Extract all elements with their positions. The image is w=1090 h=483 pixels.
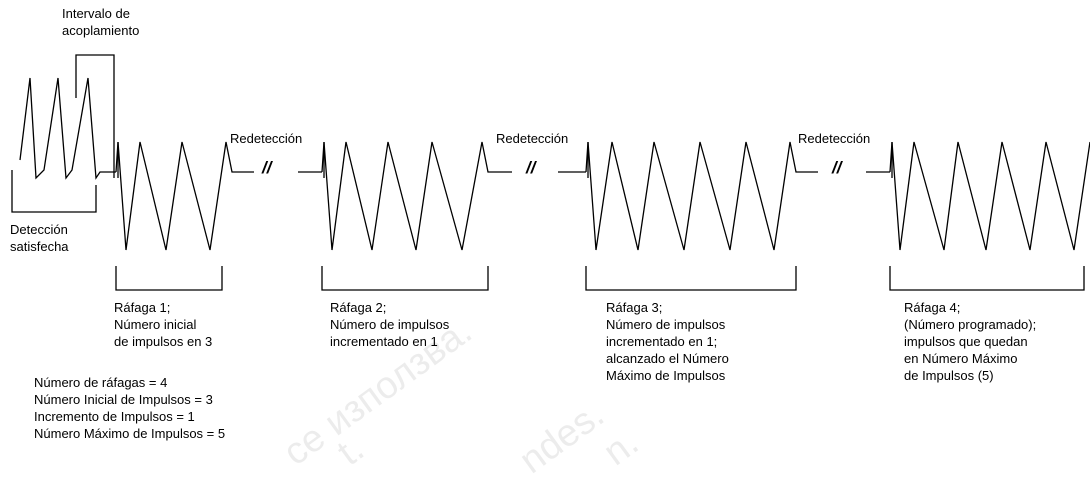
break-mark-2: // [526, 158, 536, 177]
parameter-pulse-increment: Incremento de Impulsos = 1 [34, 409, 195, 424]
burst-1-caption-line-1: Ráfaga 1; [114, 300, 171, 315]
burst-3-caption-line-3: incrementado en 1; [606, 334, 718, 349]
burst-2-bracket [321, 266, 489, 291]
burst-4-trace [889, 141, 1090, 251]
parameter-max-pulses: Número Máximo de Impulsos = 5 [34, 426, 226, 441]
break-mark-1: // [262, 158, 272, 177]
redetection-label-2: Redetección [496, 131, 569, 146]
burst-1-bracket [115, 266, 223, 291]
burst-4-caption-line-3: impulsos que quedan [904, 334, 1028, 349]
burst-3-bracket [585, 266, 797, 291]
break-mark-3: // [832, 158, 842, 177]
detection-label-line-2: satisfecha [10, 239, 69, 254]
burst-2-caption-line-2: Número de impulsos [330, 317, 450, 332]
burst-3-caption-line-5: Máximo de Impulsos [606, 368, 726, 383]
burst-1-caption-line-2: Número inicial [114, 317, 197, 332]
parameter-initial-pulses: Número Inicial de Impulsos = 3 [34, 392, 213, 407]
burst-2-caption-line-1: Ráfaga 2; [330, 300, 387, 315]
redetection-label-1: Redetección [230, 131, 303, 146]
redetection-label-3: Redetección [798, 131, 871, 146]
burst-pacing-diagram [11, 54, 1090, 291]
coupling-interval-bracket [75, 54, 115, 178]
burst-2-caption-line-3: incrementado en 1 [330, 334, 438, 349]
burst-3-trace [585, 141, 818, 251]
burst-3-caption-line-1: Ráfaga 3; [606, 300, 663, 315]
burst-1-trace [115, 141, 254, 251]
burst-4-caption-line-5: de Impulsos (5) [904, 368, 994, 383]
parameter-burst-count: Número de ráfagas = 4 [34, 375, 168, 390]
burst-4-caption-line-4: en Número Máximo [904, 351, 1018, 366]
burst-1-caption-line-3: de impulsos en 3 [114, 334, 213, 349]
burst-3-caption-line-2: Número de impulsos [606, 317, 726, 332]
detection-bracket [11, 170, 97, 213]
burst-4-caption-line-2: (Número programado); [904, 317, 1037, 332]
detection-label-line-1: Detección [10, 222, 68, 237]
intrinsic-rhythm-trace [19, 77, 116, 180]
burst-2-trace [321, 141, 512, 251]
burst-4-bracket [889, 266, 1085, 291]
burst-3-caption-line-4: alcanzado el Número [606, 351, 729, 366]
coupling-interval-label-line-2: acoplamiento [62, 23, 140, 38]
coupling-interval-label-line-1: Intervalo de [62, 6, 130, 21]
burst-4-caption-line-1: Ráfaga 4; [904, 300, 961, 315]
